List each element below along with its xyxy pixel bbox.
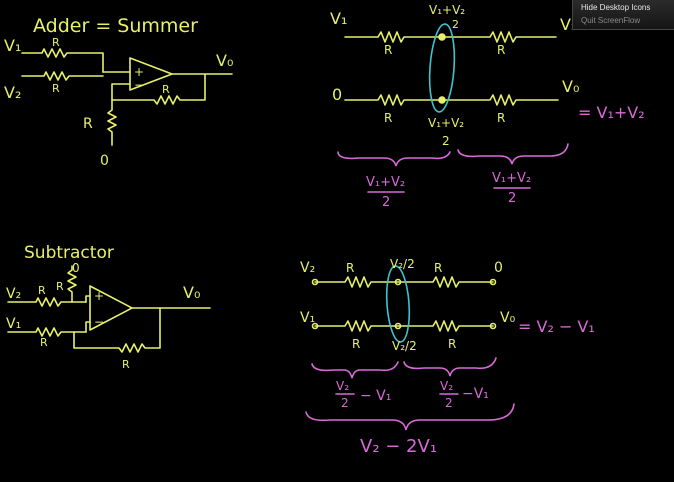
- subtractor-model-bottom-mid-label: V₂/2: [392, 339, 417, 353]
- subtractor-model-vo-label: V₀: [500, 310, 516, 326]
- subtractor-brace-left-frac-den: 2: [341, 396, 349, 410]
- subtractor-total-label: V₂ − 2V₁: [360, 436, 437, 457]
- adder-ground-wire: [107, 99, 117, 146]
- subtractor-r-feedback-label: R: [122, 358, 130, 371]
- subtractor-model-r4-label: R: [448, 337, 456, 351]
- subtractor-minus-wire: [85, 321, 91, 333]
- subtractor-model: [311, 276, 497, 332]
- adder-r-feedback-label: R: [162, 83, 170, 96]
- subtractor-input-top-wire: [7, 297, 87, 307]
- adder-result-label: = V₁+V₂: [578, 103, 645, 122]
- adder-midpoint-highlight: [428, 23, 456, 113]
- screenflow-context-menu: Hide Desktop Icons Quit ScreenFlow: [572, 0, 674, 30]
- subtractor-input-top-label: V₂: [6, 286, 21, 302]
- subtractor-brace-left: [311, 361, 399, 379]
- subtractor-model-top-line: [314, 276, 494, 288]
- adder-r-top-label: R: [52, 36, 60, 49]
- adder-opamp-minus: −: [134, 78, 144, 92]
- adder-ground-value: 0: [100, 153, 109, 169]
- adder-model: [344, 31, 559, 106]
- subtractor-r-top-label: R: [38, 284, 46, 297]
- subtractor-model-bottom-line: [314, 320, 494, 332]
- adder-title: Adder = Summer: [33, 15, 198, 37]
- subtractor-model-v2-label: V₂: [300, 260, 315, 276]
- subtractor-total-brace: [305, 403, 515, 431]
- adder-brace-right-num: V₁+V₂: [492, 171, 531, 186]
- subtractor-brace-left-frac-num: V₂: [336, 379, 349, 393]
- subtractor-r-bottom-label: R: [40, 336, 48, 349]
- adder-model-top-line: [344, 31, 557, 43]
- adder-model-r2-label: R: [497, 43, 505, 57]
- subtractor-model-r3-label: R: [352, 337, 360, 351]
- subtractor-brace-right-frac-den: 2: [445, 396, 453, 410]
- quit-screenflow-menu-item[interactable]: Quit ScreenFlow: [581, 16, 641, 25]
- subtractor-brace-right: [403, 357, 497, 377]
- adder-input2-wire: [21, 71, 104, 81]
- subtractor-opamp-plus: +: [94, 289, 104, 303]
- adder-model-r1-label: R: [384, 43, 392, 57]
- subtractor-midpoint-highlight: [385, 265, 411, 343]
- subtractor-model-r2-label: R: [434, 261, 442, 275]
- subtractor-input-bottom-wire: [7, 327, 87, 337]
- adder-input1-label: V₁: [4, 36, 21, 55]
- subtractor-feedback-wire: [73, 307, 161, 353]
- adder-model-bottom-line: [344, 94, 559, 106]
- subtractor-brace-right-frac-num: V₂: [440, 379, 453, 393]
- adder-r-ground-label: R: [83, 116, 93, 132]
- adder-output-label: V₀: [216, 51, 233, 70]
- adder-input2-label: V₂: [4, 83, 21, 102]
- adder-model-top-mid-den: 2: [452, 18, 459, 31]
- subtractor-model-zero-label: 0: [494, 260, 503, 276]
- adder-model-ground-label: 0: [332, 85, 342, 104]
- subtractor-model-r1-label: R: [346, 261, 354, 275]
- subtractor-brace-left-term: − V₁: [360, 388, 391, 404]
- adder-model-r4-label: R: [497, 111, 505, 125]
- subtractor-plus-wire: [85, 295, 91, 303]
- subtractor-result-label: = V₂ − V₁: [518, 317, 595, 336]
- adder-model-r3-label: R: [384, 111, 392, 125]
- subtractor-model-top-mid-label: V₂/2: [390, 257, 415, 271]
- subtractor-input-bottom-label: V₁: [6, 316, 21, 332]
- adder-opamp: [129, 57, 173, 91]
- subtractor-title: Subtractor: [24, 243, 114, 263]
- subtractor-output-label: V₀: [183, 283, 200, 302]
- adder-model-bottom-mid-label: V₁+V₂: [428, 116, 464, 130]
- adder-brace-right: [457, 143, 569, 165]
- subtractor-r-ground-label: R: [56, 280, 64, 293]
- subtractor-ground-value: 0: [72, 261, 80, 275]
- subtractor-model-v1-label: V₁: [300, 310, 315, 326]
- adder-model-vo-label: V₀: [562, 77, 579, 96]
- subtractor-opamp-minus: −: [94, 315, 104, 329]
- adder-circuit: [21, 48, 233, 146]
- adder-brace-left-num: V₁+V₂: [366, 175, 405, 190]
- adder-model-v1-label: V₁: [330, 9, 347, 28]
- adder-brace-left: [337, 151, 451, 167]
- adder-brace-left-den: 2: [382, 195, 390, 210]
- subtractor-opamp: [89, 285, 133, 331]
- adder-opamp-plus: +: [134, 65, 144, 79]
- adder-model-top-mid-label: V₁+V₂: [429, 3, 465, 17]
- adder-r-bottom-label: R: [52, 82, 60, 95]
- adder-model-bottom-mid-den: 2: [442, 134, 450, 148]
- adder-brace-right-den: 2: [508, 191, 516, 206]
- subtractor-brace-right-term: −V₁: [462, 386, 489, 402]
- subtractor-ground-resistor: [67, 265, 77, 303]
- subtractor-circuit: [7, 265, 211, 353]
- adder-input1-wire: [21, 48, 104, 73]
- hide-desktop-icons-menu-item[interactable]: Hide Desktop Icons: [581, 3, 651, 12]
